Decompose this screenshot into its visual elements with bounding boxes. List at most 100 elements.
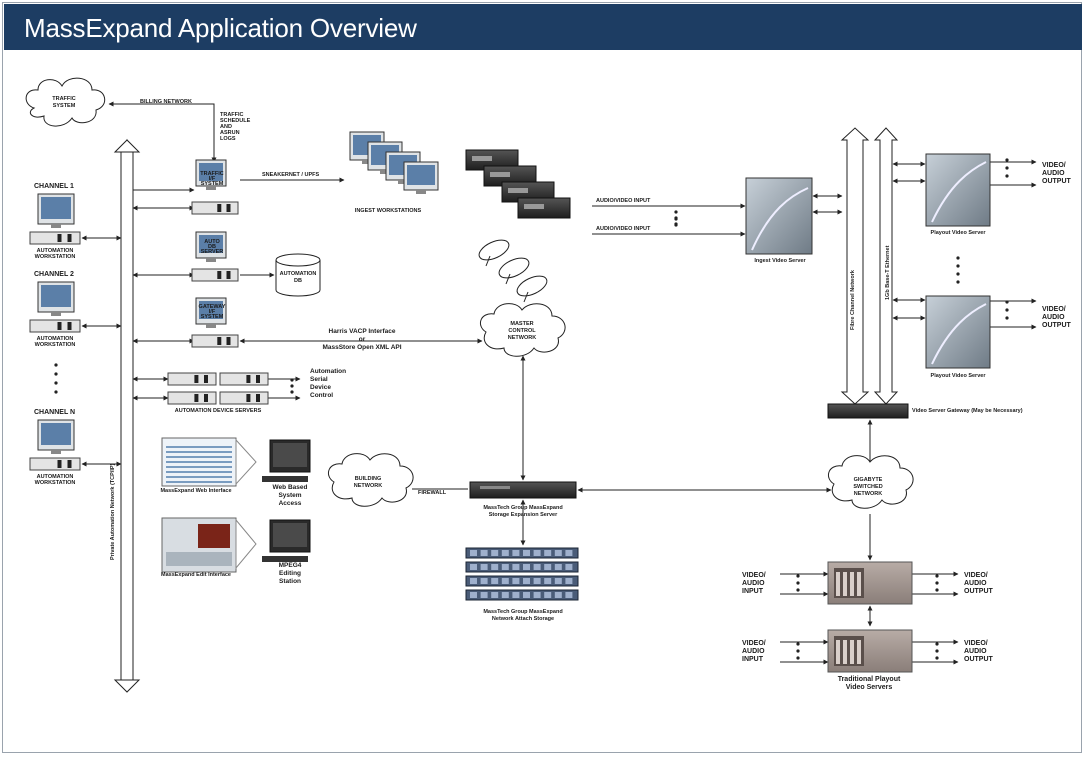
- satellite-dish-icon: [478, 239, 510, 267]
- fibre-channel-bus: [840, 127, 870, 405]
- playout-video-server-icon: [925, 295, 991, 369]
- traditional-playout-server-icon: [827, 561, 913, 605]
- desktop-pc-icon: [262, 439, 311, 482]
- firewall-link-label: FIREWALL: [418, 490, 447, 496]
- automation-device-servers-label: AUTOMATION DEVICE SERVERS: [175, 408, 262, 414]
- desktop-pc-icon: [262, 519, 311, 562]
- output-ellipsis-dot: [935, 656, 939, 660]
- input-ellipsis-dot: [796, 649, 800, 653]
- automation-device-server-unit: [167, 372, 217, 386]
- page-title: MassExpand Application Overview: [24, 13, 417, 43]
- playout-ellipsis-dot: [956, 272, 960, 276]
- title-bar: MassExpand Application Overview: [4, 4, 1082, 50]
- av-input-2-label: AUDIO/VIDEO INPUT: [596, 226, 651, 232]
- vtr-deck-icon: [517, 197, 571, 219]
- nas-unit-icon: [465, 561, 579, 573]
- private-network-label: Private Automation Network (TCP/IP): [110, 463, 116, 560]
- nas-unit-icon: [465, 589, 579, 601]
- channel-monitor-icon: [37, 281, 75, 316]
- input-ellipsis-dot: [796, 656, 800, 660]
- gateway-label: Video Server Gateway (May be Necessary): [912, 408, 1023, 414]
- serial-ellipsis-dot: [290, 390, 294, 394]
- channel-ellipsis-dot: [54, 372, 58, 376]
- av-input-ellipsis-dot: [674, 210, 678, 214]
- automation-device-server-unit: [219, 391, 269, 405]
- playout-server-2-label: Playout Video Server: [931, 373, 987, 379]
- playout-server-1-label: Playout Video Server: [931, 230, 987, 236]
- output-ellipsis-dot: [1005, 158, 1009, 162]
- web-interface-thumbnail: [161, 437, 257, 487]
- auto-db-server-monitor-icon: [195, 231, 227, 262]
- satellite-dish-icon: [498, 257, 530, 285]
- output-ellipsis-dot: [935, 581, 939, 585]
- channel-2-label: CHANNEL 2: [34, 271, 74, 278]
- output-ellipsis-dot: [1005, 166, 1009, 170]
- web-interface-label: MassExpand Web Interface: [160, 488, 231, 494]
- channel-monitor-icon: [37, 419, 75, 454]
- output-ellipsis-dot: [935, 574, 939, 578]
- channel-n-label: CHANNEL N: [34, 409, 75, 416]
- nas-unit-icon: [465, 547, 579, 559]
- output-ellipsis-dot: [935, 649, 939, 653]
- output-ellipsis-dot: [1005, 300, 1009, 304]
- output-ellipsis-dot: [935, 588, 939, 592]
- playout-ellipsis-dot: [956, 280, 960, 284]
- input-ellipsis-dot: [796, 581, 800, 585]
- output-ellipsis-dot: [935, 642, 939, 646]
- output-ellipsis-dot: [1005, 174, 1009, 178]
- ingest-ws-label: INGEST WORKSTATIONS: [355, 208, 422, 214]
- billing-network-link-label: BILLING NETWORK: [140, 99, 192, 105]
- traffic-if-monitor-icon: [195, 159, 227, 190]
- automation-device-server-unit: [167, 391, 217, 405]
- private-network-bar: [120, 151, 134, 681]
- input-ellipsis-dot: [796, 588, 800, 592]
- traffic-if-unit: [191, 201, 239, 215]
- playout-ellipsis-dot: [956, 256, 960, 260]
- channel-1-label: CHANNEL 1: [34, 183, 74, 190]
- ingest-workstation-icon: [403, 161, 439, 194]
- channel-ellipsis-dot: [54, 381, 58, 385]
- gateway-if-monitor-icon: [195, 297, 227, 328]
- input-ellipsis-dot: [796, 642, 800, 646]
- building-network-cloud: [327, 453, 414, 507]
- auto-db-server-unit: [191, 268, 239, 282]
- channel-ellipsis-dot: [54, 363, 58, 367]
- serial-ellipsis-dot: [290, 378, 294, 382]
- sneakernet-label: SNEAKERNET / UPFS: [262, 172, 319, 178]
- storage-expansion-server-icon: [469, 481, 577, 499]
- satellite-dish-icon: [516, 275, 548, 303]
- av-input-1-label: AUDIO/VIDEO INPUT: [596, 198, 651, 204]
- channel-monitor-icon: [37, 193, 75, 228]
- ingest-video-server-icon: [745, 177, 813, 255]
- gigabit-network-cloud: [827, 455, 914, 509]
- gateway-if-unit: [191, 334, 239, 348]
- playout-video-server-icon: [925, 153, 991, 227]
- av-input-ellipsis-dot: [674, 217, 678, 221]
- output-ellipsis-dot: [1005, 308, 1009, 312]
- automation-db-cylinder: [275, 253, 321, 297]
